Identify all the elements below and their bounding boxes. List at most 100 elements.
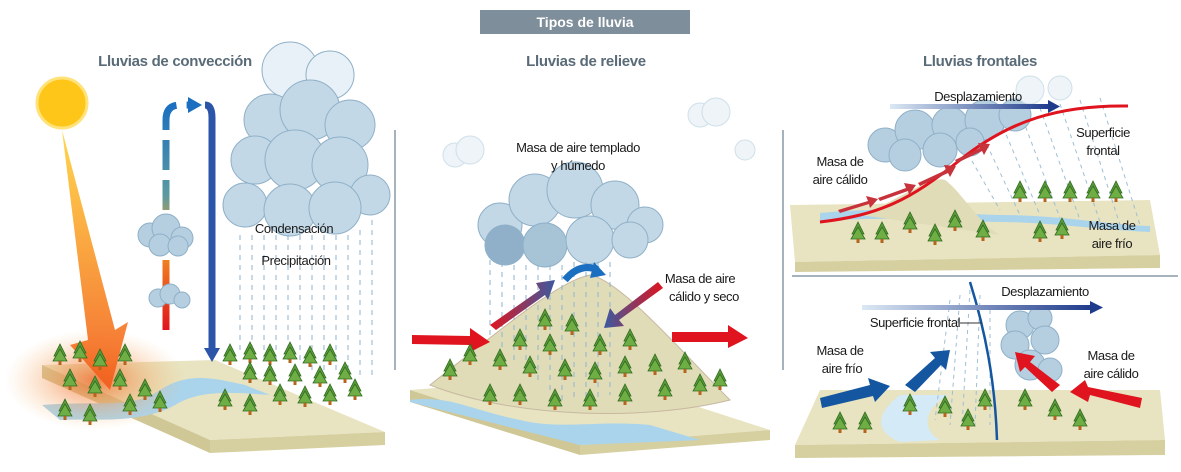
- rain: [959, 97, 1141, 226]
- tree-icon: [242, 341, 258, 363]
- label-humid-mass-2: y húmedo: [551, 158, 605, 173]
- label-humid-mass-1: Masa de aire templado: [516, 140, 640, 155]
- tree-icon: [337, 361, 353, 383]
- tree-icon: [1054, 217, 1070, 239]
- tree-icon: [512, 328, 528, 350]
- tree-icon: [975, 219, 991, 241]
- tree-icon: [622, 328, 638, 350]
- tree-icon: [137, 378, 153, 400]
- tree-icon: [72, 340, 88, 362]
- tree-icon: [1085, 180, 1101, 202]
- movement-arrow: [890, 104, 1050, 109]
- ground-edge: [795, 440, 1165, 458]
- label-surface-bottom: Superficie frontal: [870, 315, 961, 330]
- warm-front-diagram: Desplazamiento Superficie frontal Masa d…: [790, 75, 1160, 272]
- tree-icon: [242, 393, 258, 415]
- river: [410, 399, 700, 445]
- label-cold-top-2: aire frío: [1092, 236, 1133, 251]
- tree-icon: [832, 411, 848, 433]
- tree-icon: [442, 358, 458, 380]
- tree-icon: [312, 365, 328, 387]
- tree-icon: [874, 221, 890, 243]
- tree-icon: [617, 355, 633, 377]
- tree-icon: [112, 368, 128, 390]
- rain-cloud: [477, 161, 664, 268]
- tree-icon: [262, 363, 278, 385]
- panel-convection: Lluvias de convección Condensación Preci…: [5, 41, 391, 453]
- tree-icon: [522, 355, 538, 377]
- river: [881, 395, 950, 442]
- tree-icon: [82, 403, 98, 425]
- tree-icon: [152, 390, 168, 412]
- tree-icon: [282, 341, 298, 363]
- label-cold-top-1: Masa de: [1088, 218, 1135, 233]
- warm-air-arrows: [838, 143, 990, 213]
- label-surface-top-1: Superficie: [1076, 125, 1130, 140]
- tree-icon: [947, 209, 963, 231]
- cold-air-arrow-rising: [905, 350, 950, 392]
- arrowhead: [590, 262, 606, 278]
- tree-icon: [322, 383, 338, 405]
- warm-air-arrow-rising: [1015, 352, 1060, 392]
- cold-air-arrow-ground: [820, 378, 890, 408]
- tree-icon: [937, 395, 953, 417]
- tree-icon: [347, 378, 363, 400]
- tree-icon: [122, 393, 138, 415]
- forest: [442, 308, 728, 410]
- tree-icon: [857, 411, 873, 433]
- label-movement-top: Desplazamiento: [934, 89, 1022, 104]
- tree-icon: [87, 375, 103, 397]
- tree-icon: [1062, 180, 1078, 202]
- forest: [832, 388, 1088, 433]
- tree-icon: [677, 351, 693, 373]
- tree-icon: [1012, 180, 1028, 202]
- tree-icon: [547, 388, 563, 410]
- arrowhead: [204, 348, 220, 362]
- tree-icon: [712, 368, 728, 390]
- tree-icon: [272, 383, 288, 405]
- tree-icon: [647, 353, 663, 375]
- tree-icon: [52, 343, 68, 365]
- tree-icon: [297, 385, 313, 407]
- title-bar: Tipos de lluvia: [480, 10, 690, 34]
- tree-icon: [217, 388, 233, 410]
- warm-air-arrow-ground: [1070, 380, 1142, 408]
- rain: [239, 220, 373, 380]
- movement-arrow: [862, 305, 1092, 310]
- tree-icon: [657, 378, 673, 400]
- heading-frontal: Lluvias frontales: [923, 53, 1037, 70]
- arrowhead: [1090, 301, 1103, 314]
- panel-frontal: Lluvias frontales Desplaz: [790, 53, 1165, 458]
- descending-air-arrow: [604, 282, 663, 328]
- tree-icon: [462, 343, 478, 365]
- rising-air-arrow: [490, 280, 555, 330]
- tree-icon: [302, 345, 318, 367]
- tree-icon: [692, 373, 708, 395]
- tree-icon: [977, 388, 993, 410]
- outgoing-air-arrow: [672, 325, 748, 348]
- tree-icon: [512, 383, 528, 405]
- tree-icon: [582, 388, 598, 410]
- tree-icon: [242, 361, 258, 383]
- ground-edge: [795, 255, 1160, 272]
- label-warm-bottom-1: Masa de: [1087, 348, 1134, 363]
- arrowhead: [188, 97, 202, 113]
- tree-icon: [117, 343, 133, 365]
- tree-icon: [960, 408, 976, 430]
- tree-icon: [1072, 408, 1088, 430]
- label-precipitation: Precipitación: [261, 253, 330, 268]
- forest: [52, 340, 363, 425]
- ground-edge: [210, 432, 385, 453]
- tree-icon: [927, 223, 943, 245]
- tree-icon: [1047, 398, 1063, 420]
- background-clouds: [442, 97, 756, 168]
- tree-icon: [542, 333, 558, 355]
- label-cold-bottom-2: aire frío: [822, 361, 863, 376]
- hill: [860, 179, 1000, 235]
- label-warm-bottom-2: aire cálido: [1084, 366, 1139, 381]
- label-warm-top-1: Masa de: [816, 154, 863, 169]
- tree-icon: [902, 211, 918, 233]
- label-dry-mass-2: cálido y seco: [669, 289, 739, 304]
